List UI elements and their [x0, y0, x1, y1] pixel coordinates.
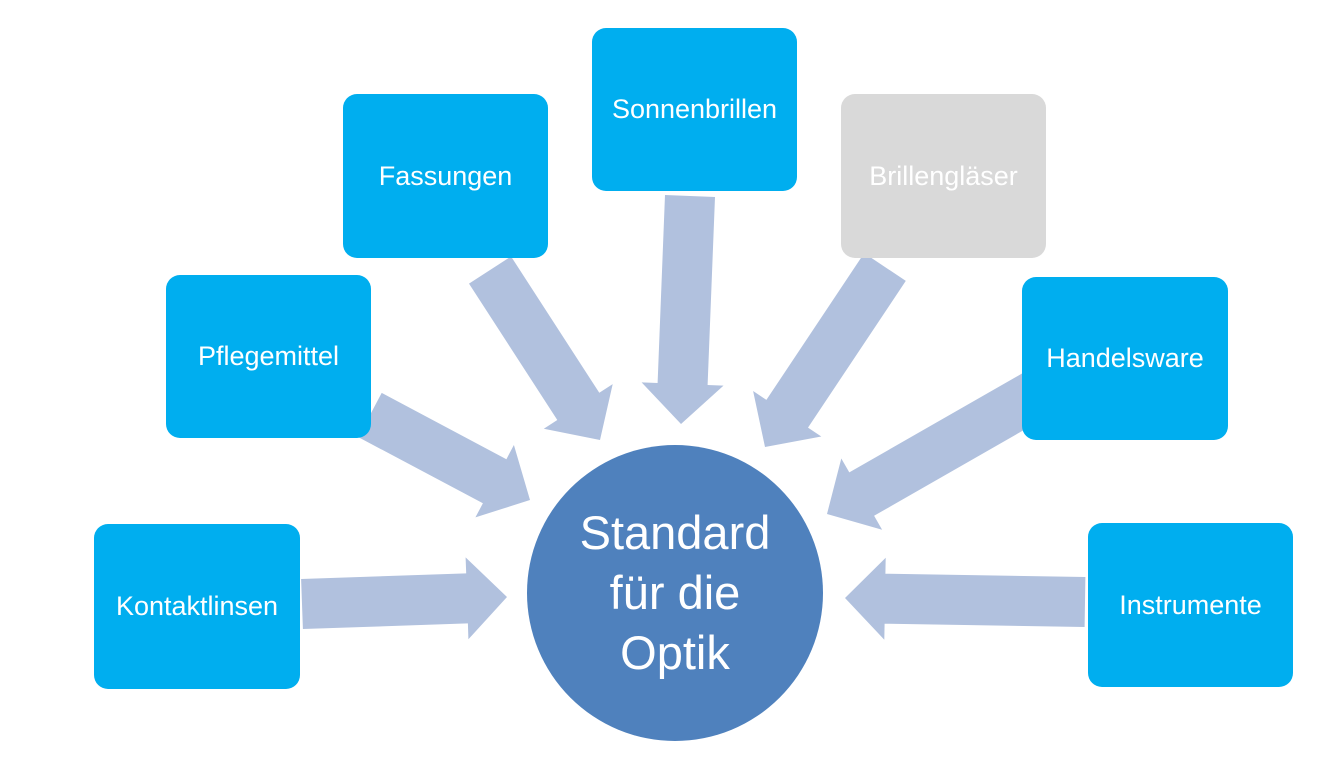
arrow-4 [753, 253, 906, 447]
item-sonnenbrillen: Sonnenbrillen [592, 28, 797, 191]
arrow-1 [358, 392, 530, 518]
item-label: Pflegemittel [197, 341, 340, 371]
item-fassungen: Fassungen [343, 94, 548, 258]
arrow-6 [845, 557, 1086, 640]
item-label: Sonnenbrillen [611, 94, 778, 124]
item-brillenglaeser: Brillengläser [841, 94, 1046, 258]
arrow-0 [301, 557, 507, 640]
item-label: Fassungen [378, 160, 513, 191]
item-label: Brillengläser [869, 160, 1018, 191]
item-handelsware: Handelsware [1022, 277, 1228, 440]
item-label: Handelsware [1046, 343, 1204, 373]
arrow-5 [827, 370, 1053, 530]
item-label: Instrumente [1119, 589, 1262, 620]
hub-label: Standard für die Optik [579, 506, 771, 679]
item-pflegemittel: Pflegemittel [166, 275, 371, 438]
arrow-3 [641, 195, 724, 424]
item-instrumente: Instrumente [1088, 523, 1293, 687]
item-label: Kontaktlinsen [115, 591, 279, 621]
hub-circle: Standard für die Optik [527, 445, 823, 741]
item-kontaktlinsen: Kontaktlinsen [94, 524, 300, 689]
arrow-2 [469, 256, 613, 440]
